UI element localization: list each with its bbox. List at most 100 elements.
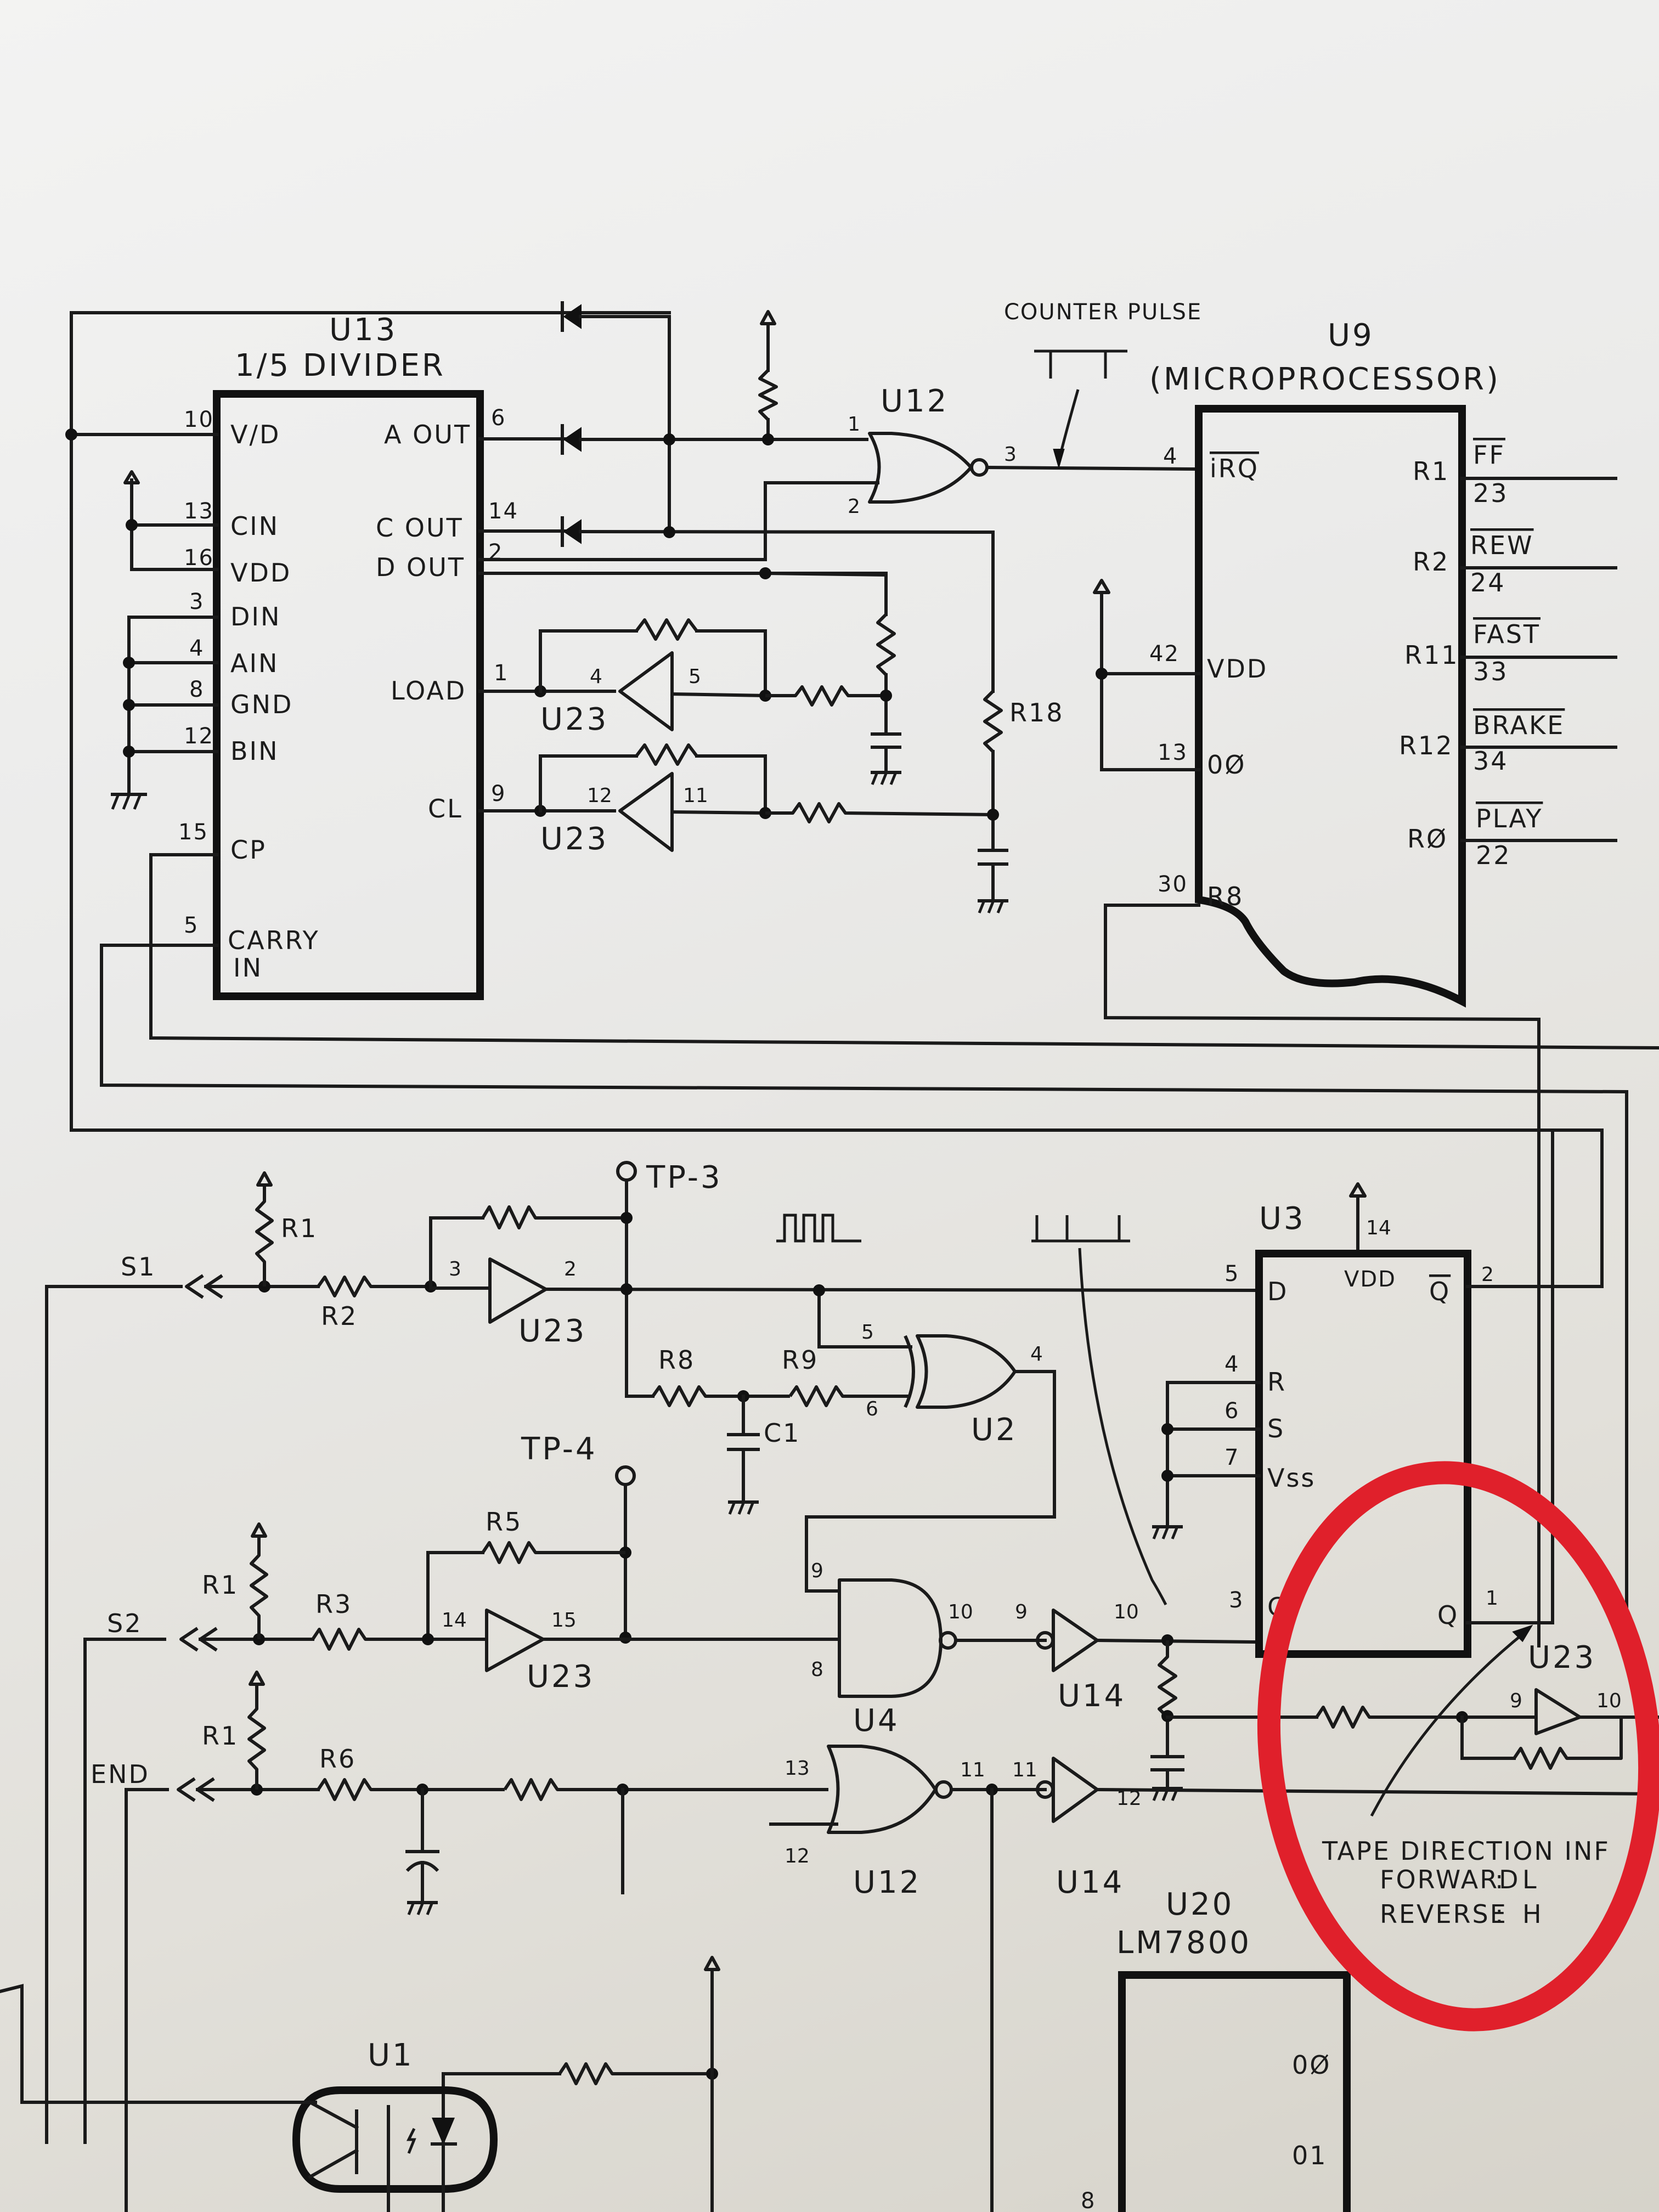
- u14-ref: U14: [1056, 1865, 1124, 1900]
- u20-ref: U20: [1166, 1887, 1234, 1922]
- signal-play: PLAY: [1476, 804, 1543, 833]
- port-label: R2: [1413, 547, 1449, 577]
- pin-num: 9: [1015, 1601, 1028, 1623]
- pin-label: D OUT: [376, 552, 465, 582]
- pin-num: 2: [564, 1258, 577, 1280]
- pin-label: IN: [233, 953, 263, 983]
- pin-label: VDD: [1344, 1267, 1396, 1292]
- pin-num: 11: [683, 785, 708, 807]
- testpoint-label: TP-4: [521, 1431, 597, 1467]
- u3-body: [1255, 1250, 1471, 1658]
- pin-num: 5: [689, 665, 701, 688]
- pin-num: 14: [442, 1609, 467, 1632]
- pin-num: 13: [1158, 740, 1188, 765]
- pin-label: R: [1267, 1367, 1286, 1397]
- pin-num: 12: [587, 785, 612, 807]
- pin-num: 4: [590, 665, 602, 688]
- u3-ref: U3: [1259, 1201, 1306, 1237]
- connector-end: END: [91, 1759, 150, 1789]
- u14-ref: U14: [1058, 1678, 1126, 1714]
- pin-num: 14: [1366, 1217, 1391, 1239]
- pin-label: AIN: [230, 648, 279, 678]
- u1-optocoupler: U1: [0, 1956, 720, 2212]
- pin-num: 30: [1158, 872, 1188, 897]
- end-input-stage: END R1 R6: [91, 1671, 828, 2212]
- u12-ref: U12: [881, 383, 949, 419]
- pin-num: 5: [184, 913, 199, 938]
- pin-label: CL: [428, 794, 463, 823]
- pin-num: 1: [848, 413, 860, 436]
- u13-name: 1/5 DIVIDER: [235, 348, 445, 383]
- pin-label: C OUT: [376, 513, 464, 543]
- pin-label: DIN: [230, 602, 281, 631]
- pin-num: 11: [960, 1759, 985, 1781]
- diode-icon: [561, 516, 582, 547]
- pin-label: Q: [1437, 1600, 1459, 1630]
- pin-label: 01: [1292, 2141, 1328, 2170]
- reverse-label: REVERSE: [1380, 1899, 1508, 1929]
- pin-num: 13: [184, 499, 214, 524]
- pin-label: CARRY: [228, 926, 320, 955]
- tape-direction-title: TAPE DIRECTION INF: [1322, 1836, 1610, 1866]
- resistor-label: R1: [202, 1570, 239, 1600]
- s2-input-stage: TP-4 R5 14 15 U23 S2 R1 R3: [83, 1431, 841, 2144]
- pin-num: 3: [1229, 1588, 1244, 1613]
- pin-label: Vss: [1267, 1463, 1316, 1493]
- resistor-label: R8: [658, 1345, 695, 1375]
- pin-label: 0Ø: [1207, 750, 1246, 780]
- pin-label: A OUT: [384, 420, 471, 449]
- pin-num: 33: [1473, 657, 1509, 686]
- capacitor-label: C1: [764, 1418, 800, 1448]
- pin-label: CP: [230, 835, 267, 865]
- u13-wiring: [65, 311, 1659, 1647]
- pin-num: 23: [1473, 478, 1509, 508]
- u23-ref: U23: [1528, 1640, 1596, 1675]
- pin-num: 9: [811, 1560, 823, 1582]
- u14-inverter-a: 9 10 U14: [1015, 1601, 1318, 1801]
- pin-label: R8: [1207, 882, 1244, 911]
- tape-direction-note: TAPE DIRECTION INF FORWARD : L REVERSE :…: [1322, 1836, 1610, 1929]
- pin-num: 8: [811, 1658, 823, 1681]
- pin-num: 22: [1476, 840, 1511, 870]
- pin-label: GND: [230, 690, 293, 719]
- forward-label: FORWARD: [1380, 1865, 1520, 1894]
- diode-icon: [561, 301, 582, 332]
- port-label: RØ: [1407, 824, 1448, 854]
- counter-pulse-label: COUNTER PULSE: [1004, 300, 1202, 325]
- pin-num: 4: [1163, 444, 1178, 469]
- pin-num: 15: [551, 1609, 577, 1632]
- pin-num: 10: [1114, 1601, 1139, 1623]
- u13-body: [213, 390, 484, 1000]
- pin-label: VDD: [230, 558, 291, 588]
- u2-xor-gate: 5 6 4 U2: [805, 1321, 1056, 1593]
- testpoint-label: TP-3: [646, 1160, 723, 1195]
- pin-label: 0Ø: [1292, 2050, 1331, 2080]
- u20-name: LM7800: [1116, 1925, 1251, 1961]
- pin-num: 42: [1149, 641, 1180, 667]
- pulse-train-icon: [1031, 1215, 1167, 1606]
- pin-num: 12: [785, 1845, 810, 1867]
- resistor-label: R1: [202, 1721, 239, 1751]
- pin-num: 6: [1224, 1398, 1239, 1424]
- ground-icon: [871, 771, 901, 785]
- u23-cl-buffer: U23 12 11 R18: [478, 690, 1063, 913]
- pin-num: 13: [785, 1757, 810, 1780]
- signal-brake: BRAKE: [1473, 710, 1565, 740]
- resistor-label: R9: [782, 1345, 819, 1375]
- port-label: R1: [1413, 456, 1449, 486]
- port-label: R11: [1404, 640, 1459, 670]
- connector-s1: S1: [121, 1252, 156, 1282]
- pin-num: 24: [1470, 568, 1506, 597]
- pin-num: 16: [184, 545, 214, 571]
- u14-inverter-b: 11 12 U14: [1012, 1757, 1659, 1900]
- pin-label: LOAD: [391, 676, 466, 706]
- pin-num: 1: [1486, 1587, 1498, 1610]
- reverse-value: H: [1522, 1899, 1543, 1929]
- u12-nor-gate-lower: 13 12 11 U12: [769, 1745, 1047, 2212]
- pin-num: 3: [449, 1258, 461, 1280]
- pin-num: 10: [184, 407, 214, 432]
- s1-input-stage: S1 R1 R2 3 2 U23 TP-3: [45, 1160, 1259, 2144]
- resistor-label: R6: [319, 1744, 356, 1774]
- pin-num: 8: [1081, 2188, 1096, 2212]
- forward-colon: :: [1495, 1865, 1505, 1894]
